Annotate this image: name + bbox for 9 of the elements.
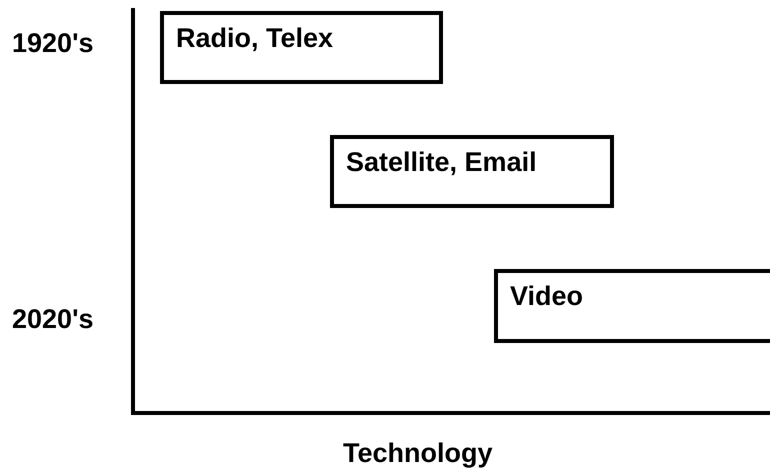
box-label: Radio, Telex <box>176 23 334 54</box>
axis-tick-label: 1920's <box>12 28 94 59</box>
era-box <box>330 135 614 208</box>
axis-tick-label: 2020's <box>12 304 94 335</box>
era-box <box>494 269 770 343</box>
era-box <box>160 11 443 84</box>
box-label: Satellite, Email <box>346 147 537 178</box>
axis-title: Technology <box>343 438 493 469</box>
box-label: Video <box>510 281 584 312</box>
